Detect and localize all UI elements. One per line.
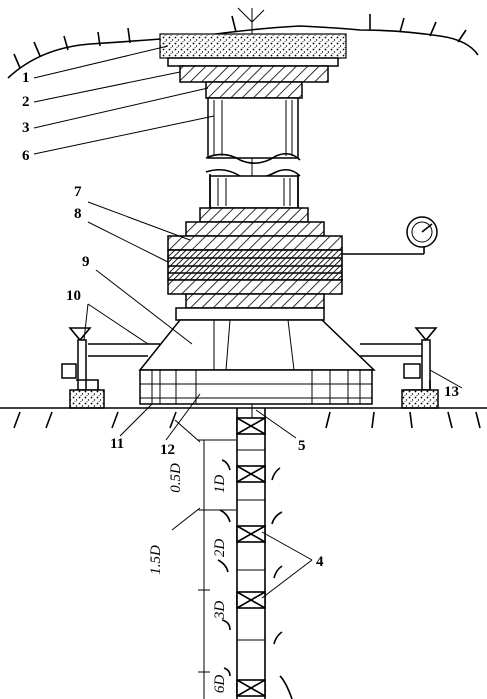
leader-lines	[33, 45, 463, 599]
top-reaction-surface	[7, 25, 479, 79]
label-1: 1	[22, 70, 30, 86]
dim-2d: 2D	[212, 539, 228, 558]
top-pad	[205, 81, 303, 99]
label-4: 4	[316, 554, 324, 570]
label-7: 7	[74, 184, 82, 200]
label-8: 8	[74, 206, 82, 222]
spreader-beam	[179, 65, 329, 83]
column-lower	[205, 168, 301, 209]
load-cell-plate	[167, 235, 343, 251]
label-2: 2	[22, 94, 30, 110]
right-support	[401, 327, 439, 409]
conical-cap	[138, 319, 376, 371]
ring-base	[139, 369, 373, 405]
label-9: 9	[82, 254, 90, 270]
right-footing	[401, 389, 439, 409]
left-support	[61, 327, 105, 409]
test-pile	[236, 408, 266, 699]
label-5: 5	[298, 438, 306, 454]
dimension-lines	[171, 419, 236, 699]
label-3: 3	[22, 120, 30, 136]
strain-gauge-icon	[236, 417, 266, 697]
soil-ticks	[217, 459, 293, 699]
label-12: 12	[160, 442, 175, 458]
lower-plate-a	[167, 279, 343, 295]
column-upper	[205, 97, 301, 164]
lower-plate-b	[185, 293, 325, 309]
axis-top-mark	[237, 7, 265, 23]
label-6: 6	[22, 148, 30, 164]
upper-plate-b	[185, 221, 325, 237]
dim-1d: 1D	[212, 475, 228, 494]
label-11: 11	[110, 436, 124, 452]
label-13: 13	[444, 384, 459, 400]
sand-layer	[159, 33, 347, 59]
dim-6d: 6D	[212, 675, 228, 694]
hydraulic-jack-stack	[167, 249, 343, 281]
dim-3d: 3D	[212, 601, 228, 621]
dim-0.5d: 0.5D	[168, 463, 184, 493]
dim-1.5d: 1.5D	[148, 545, 164, 575]
ground-ticks	[13, 411, 481, 429]
lower-plate-c	[175, 307, 325, 321]
upper-plate-a	[199, 207, 309, 223]
top-surface-ticks	[13, 14, 467, 69]
top-plate	[167, 57, 339, 67]
label-10: 10	[66, 288, 81, 304]
left-footing	[69, 389, 105, 409]
pressure-gauge-icon	[342, 216, 438, 255]
